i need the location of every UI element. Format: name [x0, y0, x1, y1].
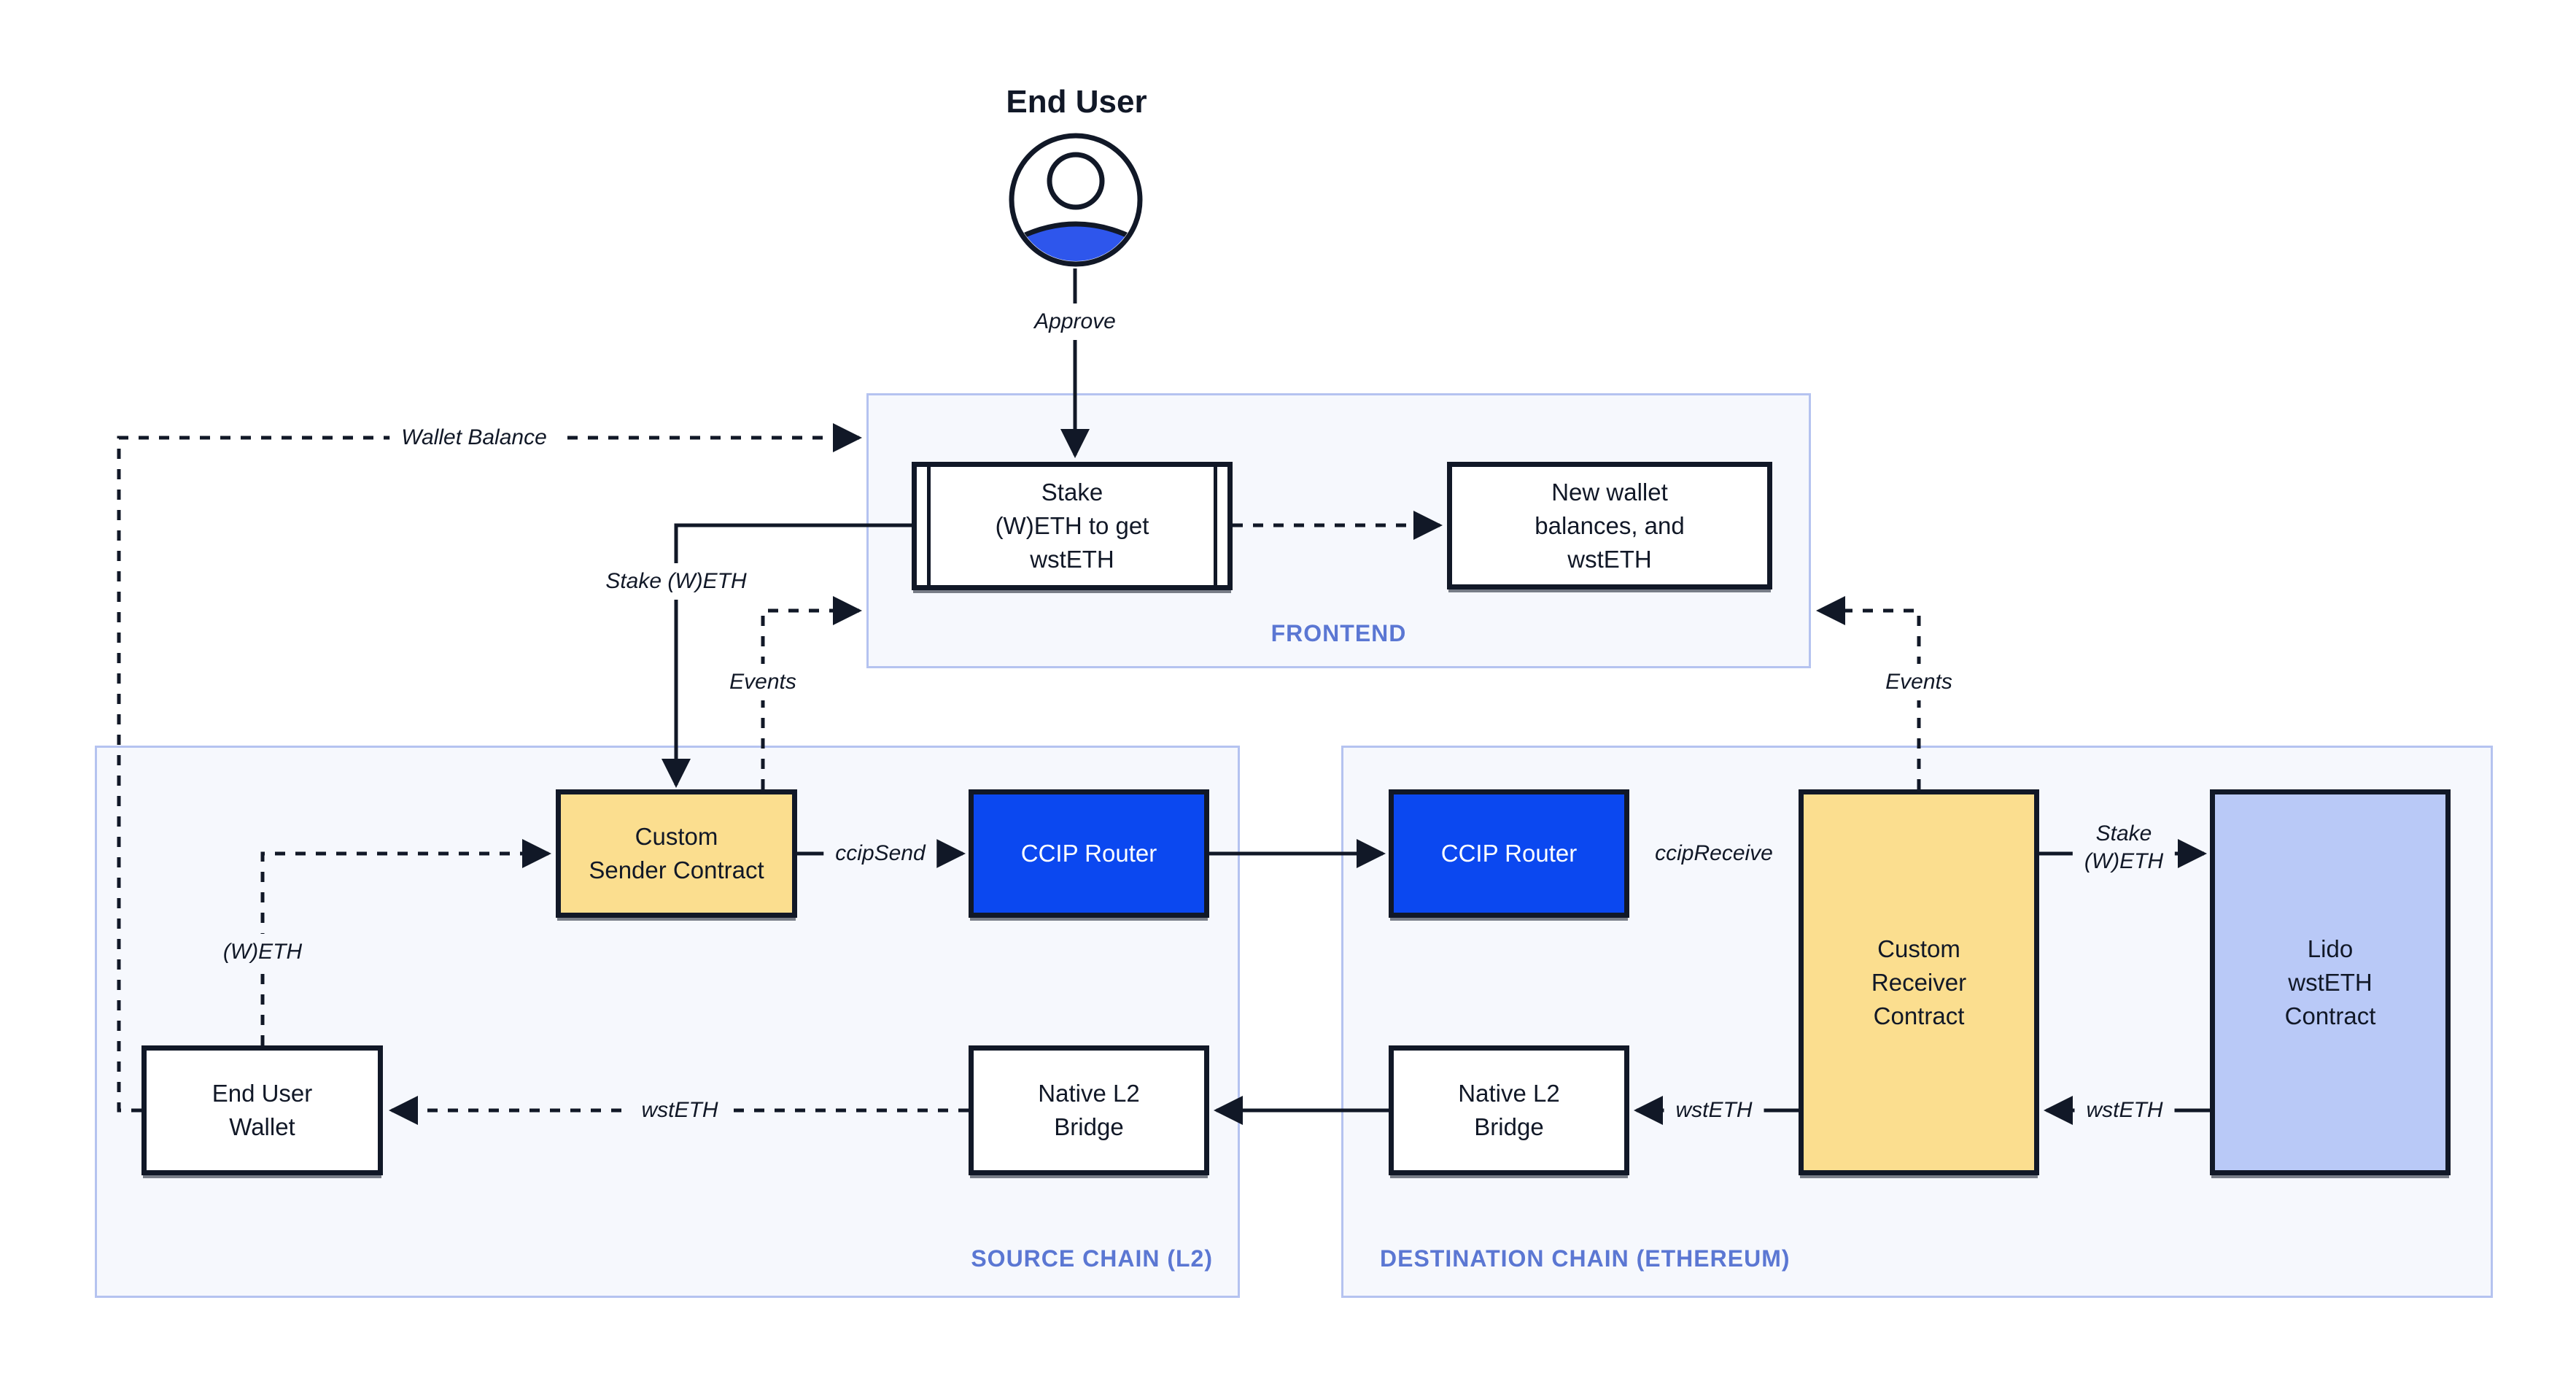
custom-sender-contract: Custom Sender Contract	[556, 789, 797, 918]
destination-chain-label: DESTINATION CHAIN (ETHEREUM)	[1380, 1245, 1791, 1272]
weth-edge-label: (W)ETH	[211, 934, 314, 970]
frontend-label: FRONTEND	[1270, 620, 1407, 646]
wsteth-source-edge-label: wstETH	[629, 1092, 730, 1129]
ccip-router-destination-label: CCIP Router	[1440, 840, 1578, 867]
ccip-router-destination: CCIP Router	[1389, 789, 1629, 918]
end-user-wallet-label: End User Wallet	[212, 1080, 313, 1140]
new-wallet-box: New wallet balances, and wstETH	[1447, 462, 1772, 589]
native-l2-bridge-destination: Native L2 Bridge	[1389, 1045, 1629, 1175]
wsteth-to-bridge-edge-label: wstETH	[1664, 1092, 1764, 1129]
lido-wsteth-contract-label: Lido wstETH Contract	[2284, 935, 2376, 1029]
ccip-router-source: CCIP Router	[969, 789, 1209, 918]
stake-box-inner-border-right	[1214, 467, 1217, 585]
source-chain-label: SOURCE CHAIN (L2)	[971, 1245, 1213, 1272]
stake-weth-dest-edge-label: Stake (W)ETH	[2072, 816, 2176, 880]
ccipsend-edge-label: ccipSend	[823, 835, 937, 872]
end-user-title: End User	[1006, 84, 1147, 120]
wsteth-from-lido-edge-label: wstETH	[2074, 1092, 2175, 1129]
native-l2-bridge-destination-label: Native L2 Bridge	[1458, 1080, 1560, 1140]
events-left-edge-label: Events	[718, 664, 808, 700]
edge-stake-to-sender-line	[662, 523, 912, 788]
ccip-router-source-label: CCIP Router	[1020, 840, 1157, 867]
custom-sender-contract-label: Custom Sender Contract	[589, 823, 764, 883]
stake-box: Stake (W)ETH to get wstETH	[912, 462, 1233, 590]
end-user-icon	[1009, 133, 1143, 267]
edge-wallet-balance-line	[117, 423, 862, 1113]
edge-events-right-line	[1816, 596, 1921, 789]
approve-edge-label: Approve	[1023, 303, 1128, 340]
stake-box-label: Stake (W)ETH to get wstETH	[995, 479, 1149, 573]
custom-receiver-contract: Custom Receiver Contract	[1799, 789, 2039, 1175]
stake-weth-edge-label: Stake (W)ETH	[594, 563, 759, 600]
events-right-edge-label: Events	[1874, 664, 1964, 700]
native-l2-bridge-source: Native L2 Bridge	[969, 1045, 1209, 1175]
end-user-wallet: End User Wallet	[141, 1045, 383, 1175]
custom-receiver-contract-label: Custom Receiver Contract	[1871, 935, 1967, 1029]
ccipreceive-edge-label: ccipReceive	[1643, 835, 1785, 872]
new-wallet-box-label: New wallet balances, and wstETH	[1535, 478, 1685, 573]
lido-wsteth-contract: Lido wstETH Contract	[2210, 789, 2451, 1175]
stake-box-inner-border-left	[927, 467, 931, 585]
native-l2-bridge-source-label: Native L2 Bridge	[1038, 1080, 1140, 1140]
edge-weth-line	[260, 839, 551, 1045]
wallet-balance-edge-label: Wallet Balance	[389, 419, 559, 456]
